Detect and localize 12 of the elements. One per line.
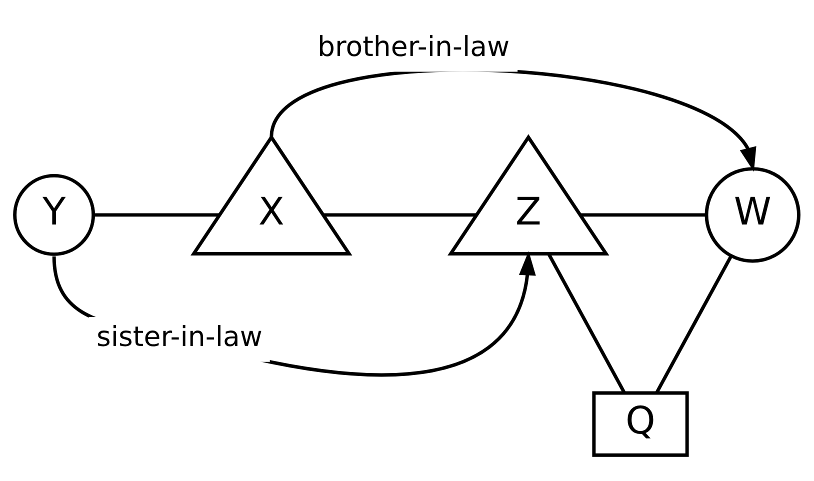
arrow — [270, 68, 756, 172]
connector — [655, 254, 732, 394]
connector — [580, 212, 706, 216]
node-circle: Y — [13, 173, 96, 256]
arrow — [52, 250, 536, 376]
connector — [93, 212, 220, 216]
edge-label: brother-in-law — [318, 29, 510, 62]
node-box: Q — [592, 390, 689, 456]
connector — [547, 252, 626, 393]
connector — [324, 212, 476, 216]
node-circle: W — [704, 166, 800, 262]
edge-label: sister-in-law — [96, 319, 262, 352]
